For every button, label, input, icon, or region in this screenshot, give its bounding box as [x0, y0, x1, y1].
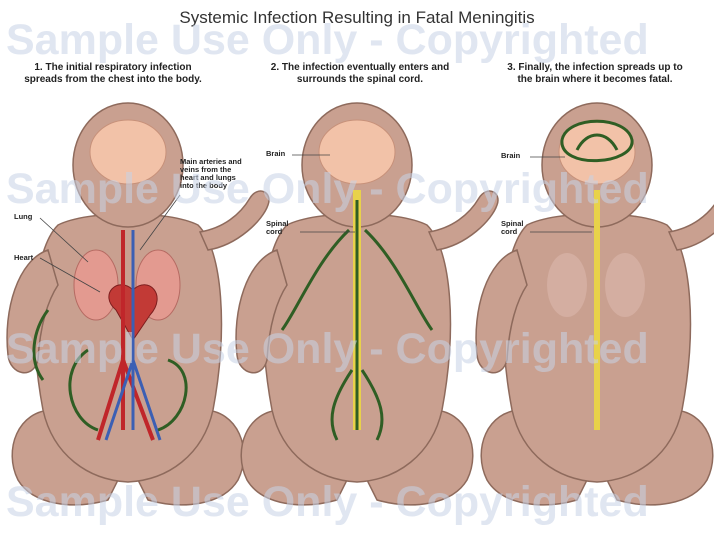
brain-shape	[319, 120, 395, 184]
page-title: Systemic Infection Resulting in Fatal Me…	[0, 8, 714, 28]
panel-caption-1: 1. The initial respiratory infection spr…	[18, 62, 208, 86]
panel-caption-2: 2. The infection eventually enters and s…	[265, 62, 455, 86]
label-spinal-cord-3: Spinal cord	[501, 220, 531, 236]
infant-figure-3	[476, 103, 714, 505]
label-lung: Lung	[14, 213, 32, 221]
lung-left	[547, 253, 587, 317]
lung-right	[605, 253, 645, 317]
label-arteries: Main arteries and veins from the heart a…	[180, 158, 242, 190]
infant-figure-2	[236, 103, 498, 505]
lung-left	[74, 250, 118, 320]
label-heart: Heart	[14, 254, 33, 262]
label-brain-3: Brain	[501, 152, 520, 160]
label-brain-2: Brain	[266, 150, 285, 158]
spinal-cord-shape	[594, 190, 600, 430]
label-spinal-cord-2: Spinal cord	[266, 220, 296, 236]
brain-shape	[90, 120, 166, 184]
panel-caption-3: 3. Finally, the infection spreads up to …	[500, 62, 690, 86]
